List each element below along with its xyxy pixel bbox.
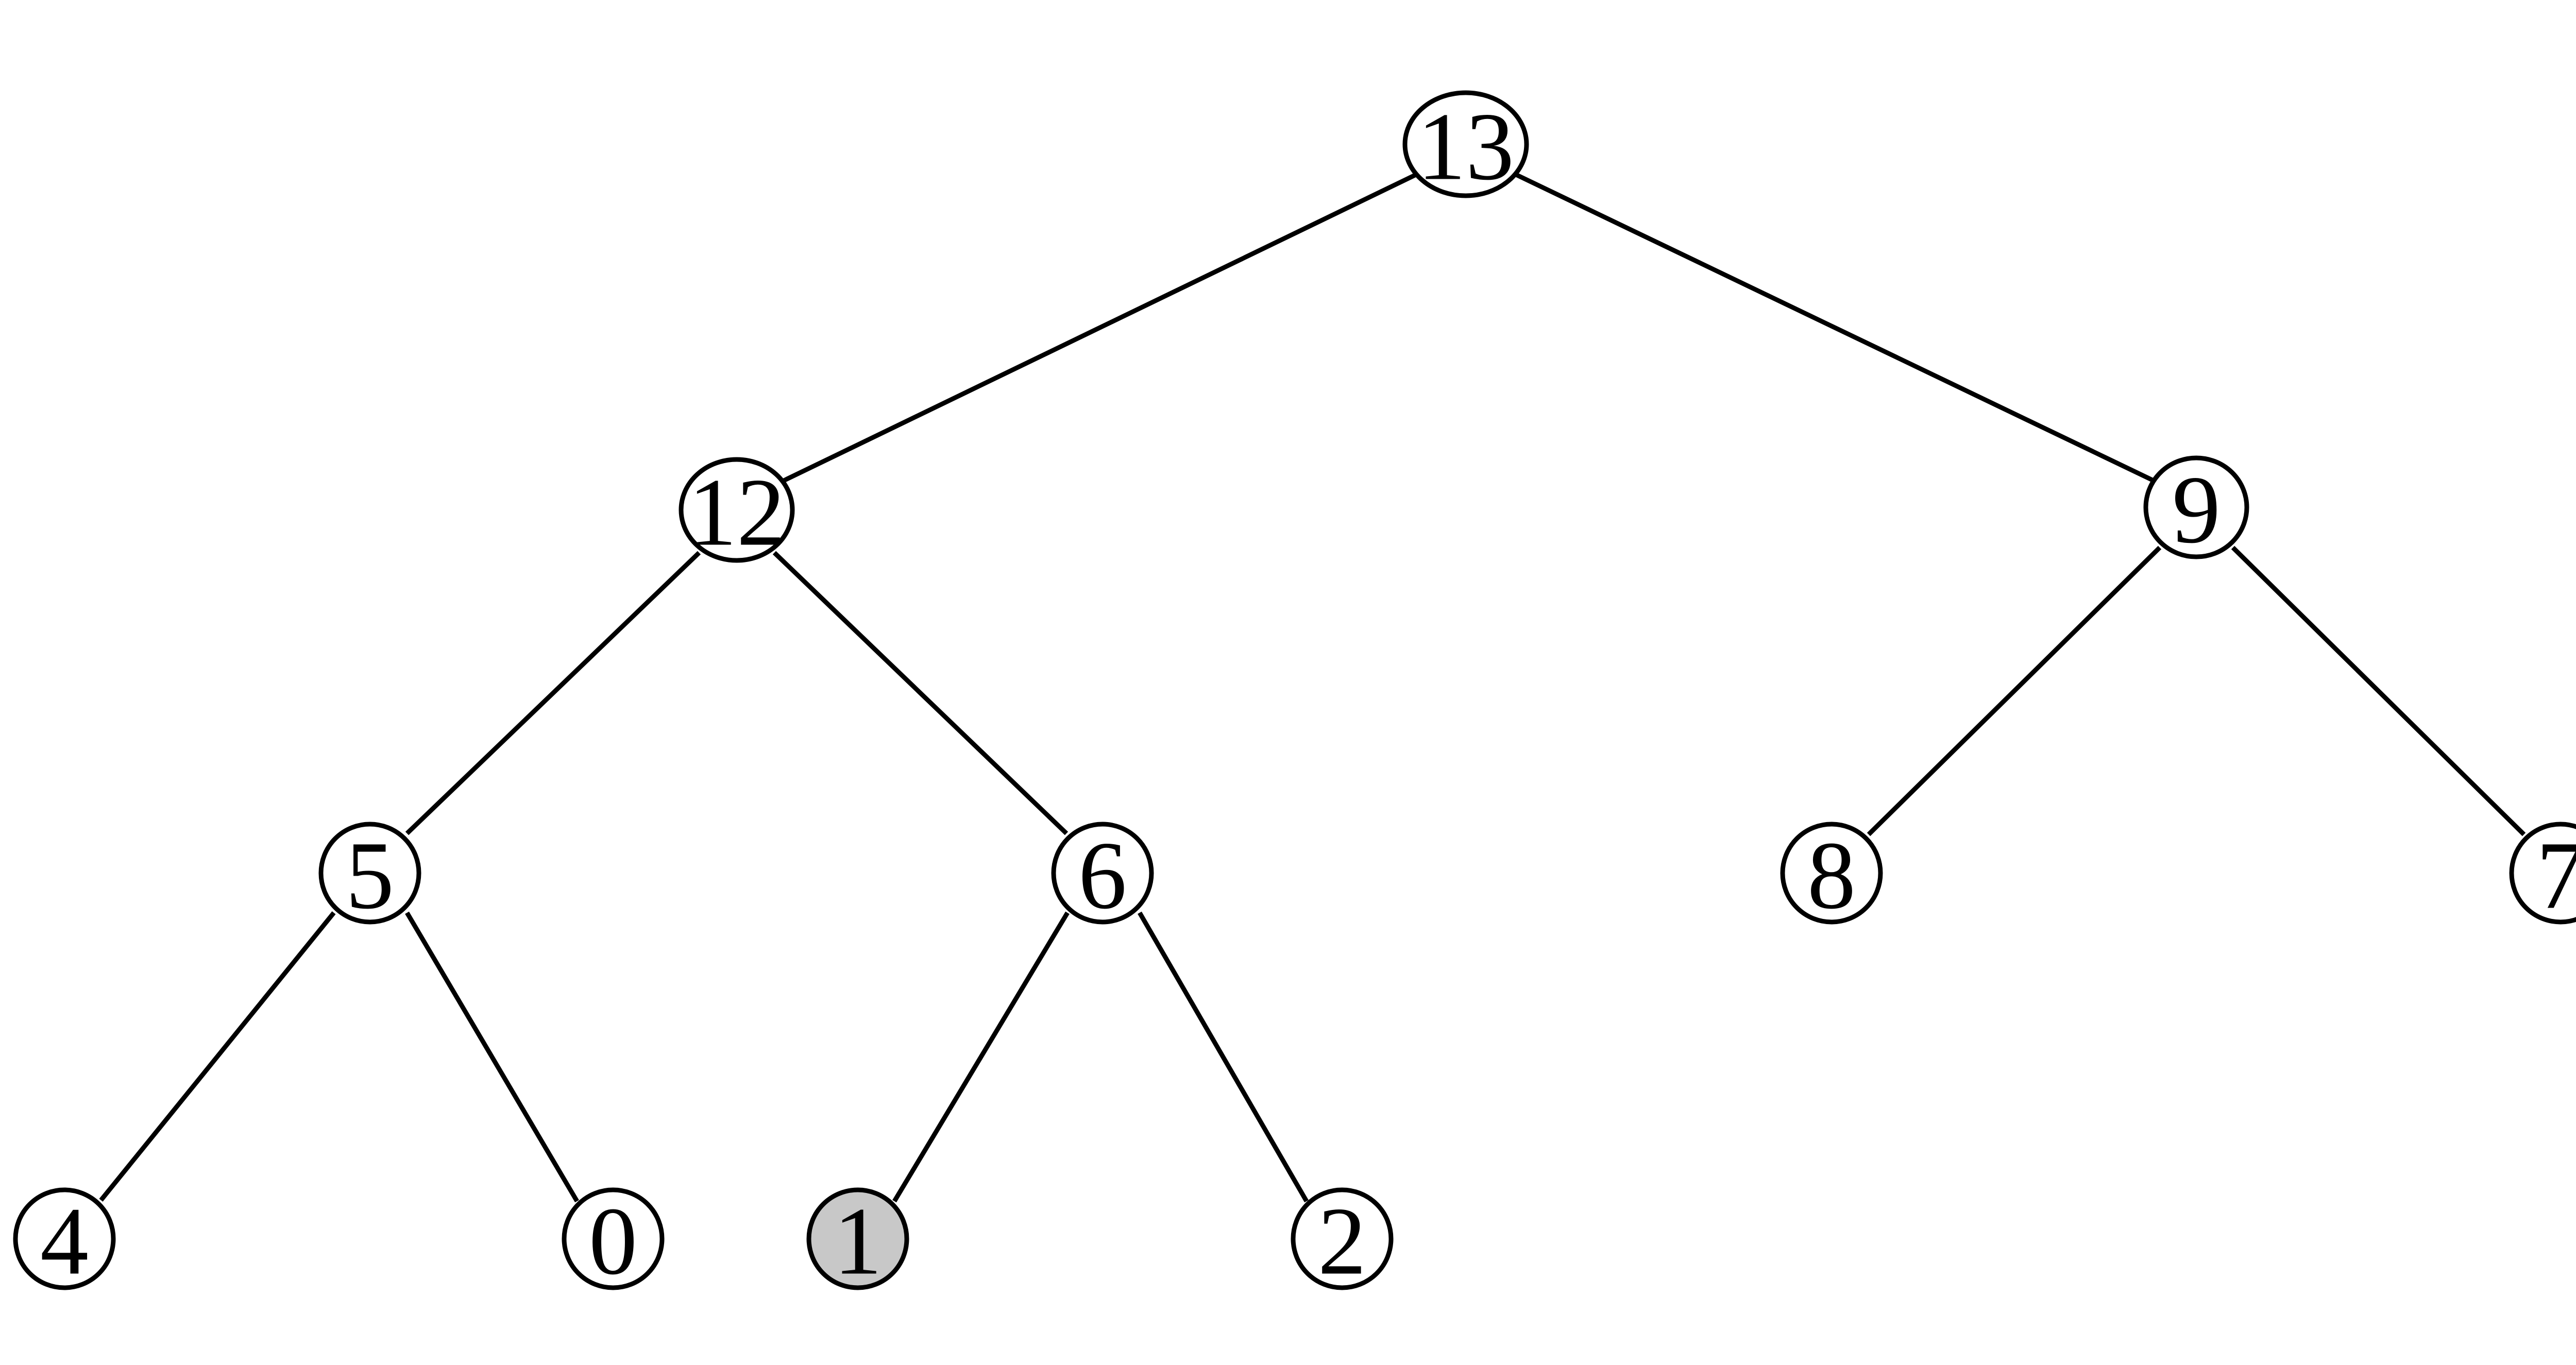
node-ellipse-highlighted[interactable]: [806, 1187, 909, 1290]
node-ellipse[interactable]: [13, 1187, 116, 1290]
node-ellipse[interactable]: [1402, 90, 1529, 198]
node-label: 5: [346, 822, 394, 929]
node-label: 8: [1807, 822, 1856, 929]
node-label: 12: [688, 458, 785, 566]
tree-edge: [892, 911, 1070, 1203]
tree-node[interactable]: 0: [562, 1187, 665, 1295]
node-label: 6: [1078, 822, 1127, 929]
tree-node[interactable]: 4: [13, 1187, 116, 1295]
node-ellipse[interactable]: [562, 1187, 665, 1290]
tree-node[interactable]: 2: [1291, 1187, 1394, 1295]
tree-edge: [405, 551, 701, 835]
node-ellipse[interactable]: [679, 457, 795, 563]
tree-edge: [2231, 545, 2526, 837]
tree-edge: [405, 911, 579, 1203]
node-ellipse[interactable]: [318, 822, 421, 925]
node-label: 13: [1417, 93, 1514, 200]
tree-edge: [99, 911, 336, 1202]
node-ellipse[interactable]: [2509, 822, 2576, 925]
tree-node[interactable]: 6: [1051, 822, 1154, 929]
tree-edge: [778, 169, 1423, 485]
node-label: 7: [2536, 822, 2576, 929]
node-ellipse[interactable]: [1051, 822, 1154, 925]
node-label: 0: [589, 1187, 637, 1295]
tree-edge: [772, 551, 1069, 835]
node-label: 1: [834, 1187, 882, 1295]
tree-node[interactable]: 7: [2509, 822, 2576, 929]
tree-node[interactable]: 8: [1780, 822, 1883, 929]
node-label: 4: [40, 1187, 89, 1295]
node-ellipse[interactable]: [1780, 822, 1883, 925]
tree-node[interactable]: 5: [318, 822, 421, 929]
tree-edge: [1867, 545, 2162, 837]
node-label: 2: [1318, 1187, 1366, 1295]
node-label: 9: [2172, 456, 2221, 564]
tree-edge: [1509, 169, 2155, 483]
tree-node[interactable]: 1: [806, 1187, 909, 1295]
edges-layer: [99, 169, 2526, 1203]
node-ellipse[interactable]: [1291, 1187, 1394, 1290]
tree-node[interactable]: 13: [1402, 90, 1529, 200]
node-ellipse[interactable]: [2143, 455, 2249, 559]
tree-node[interactable]: 9: [2143, 455, 2249, 564]
tree-edge: [1138, 911, 1309, 1203]
tree-node[interactable]: 12: [679, 457, 795, 566]
